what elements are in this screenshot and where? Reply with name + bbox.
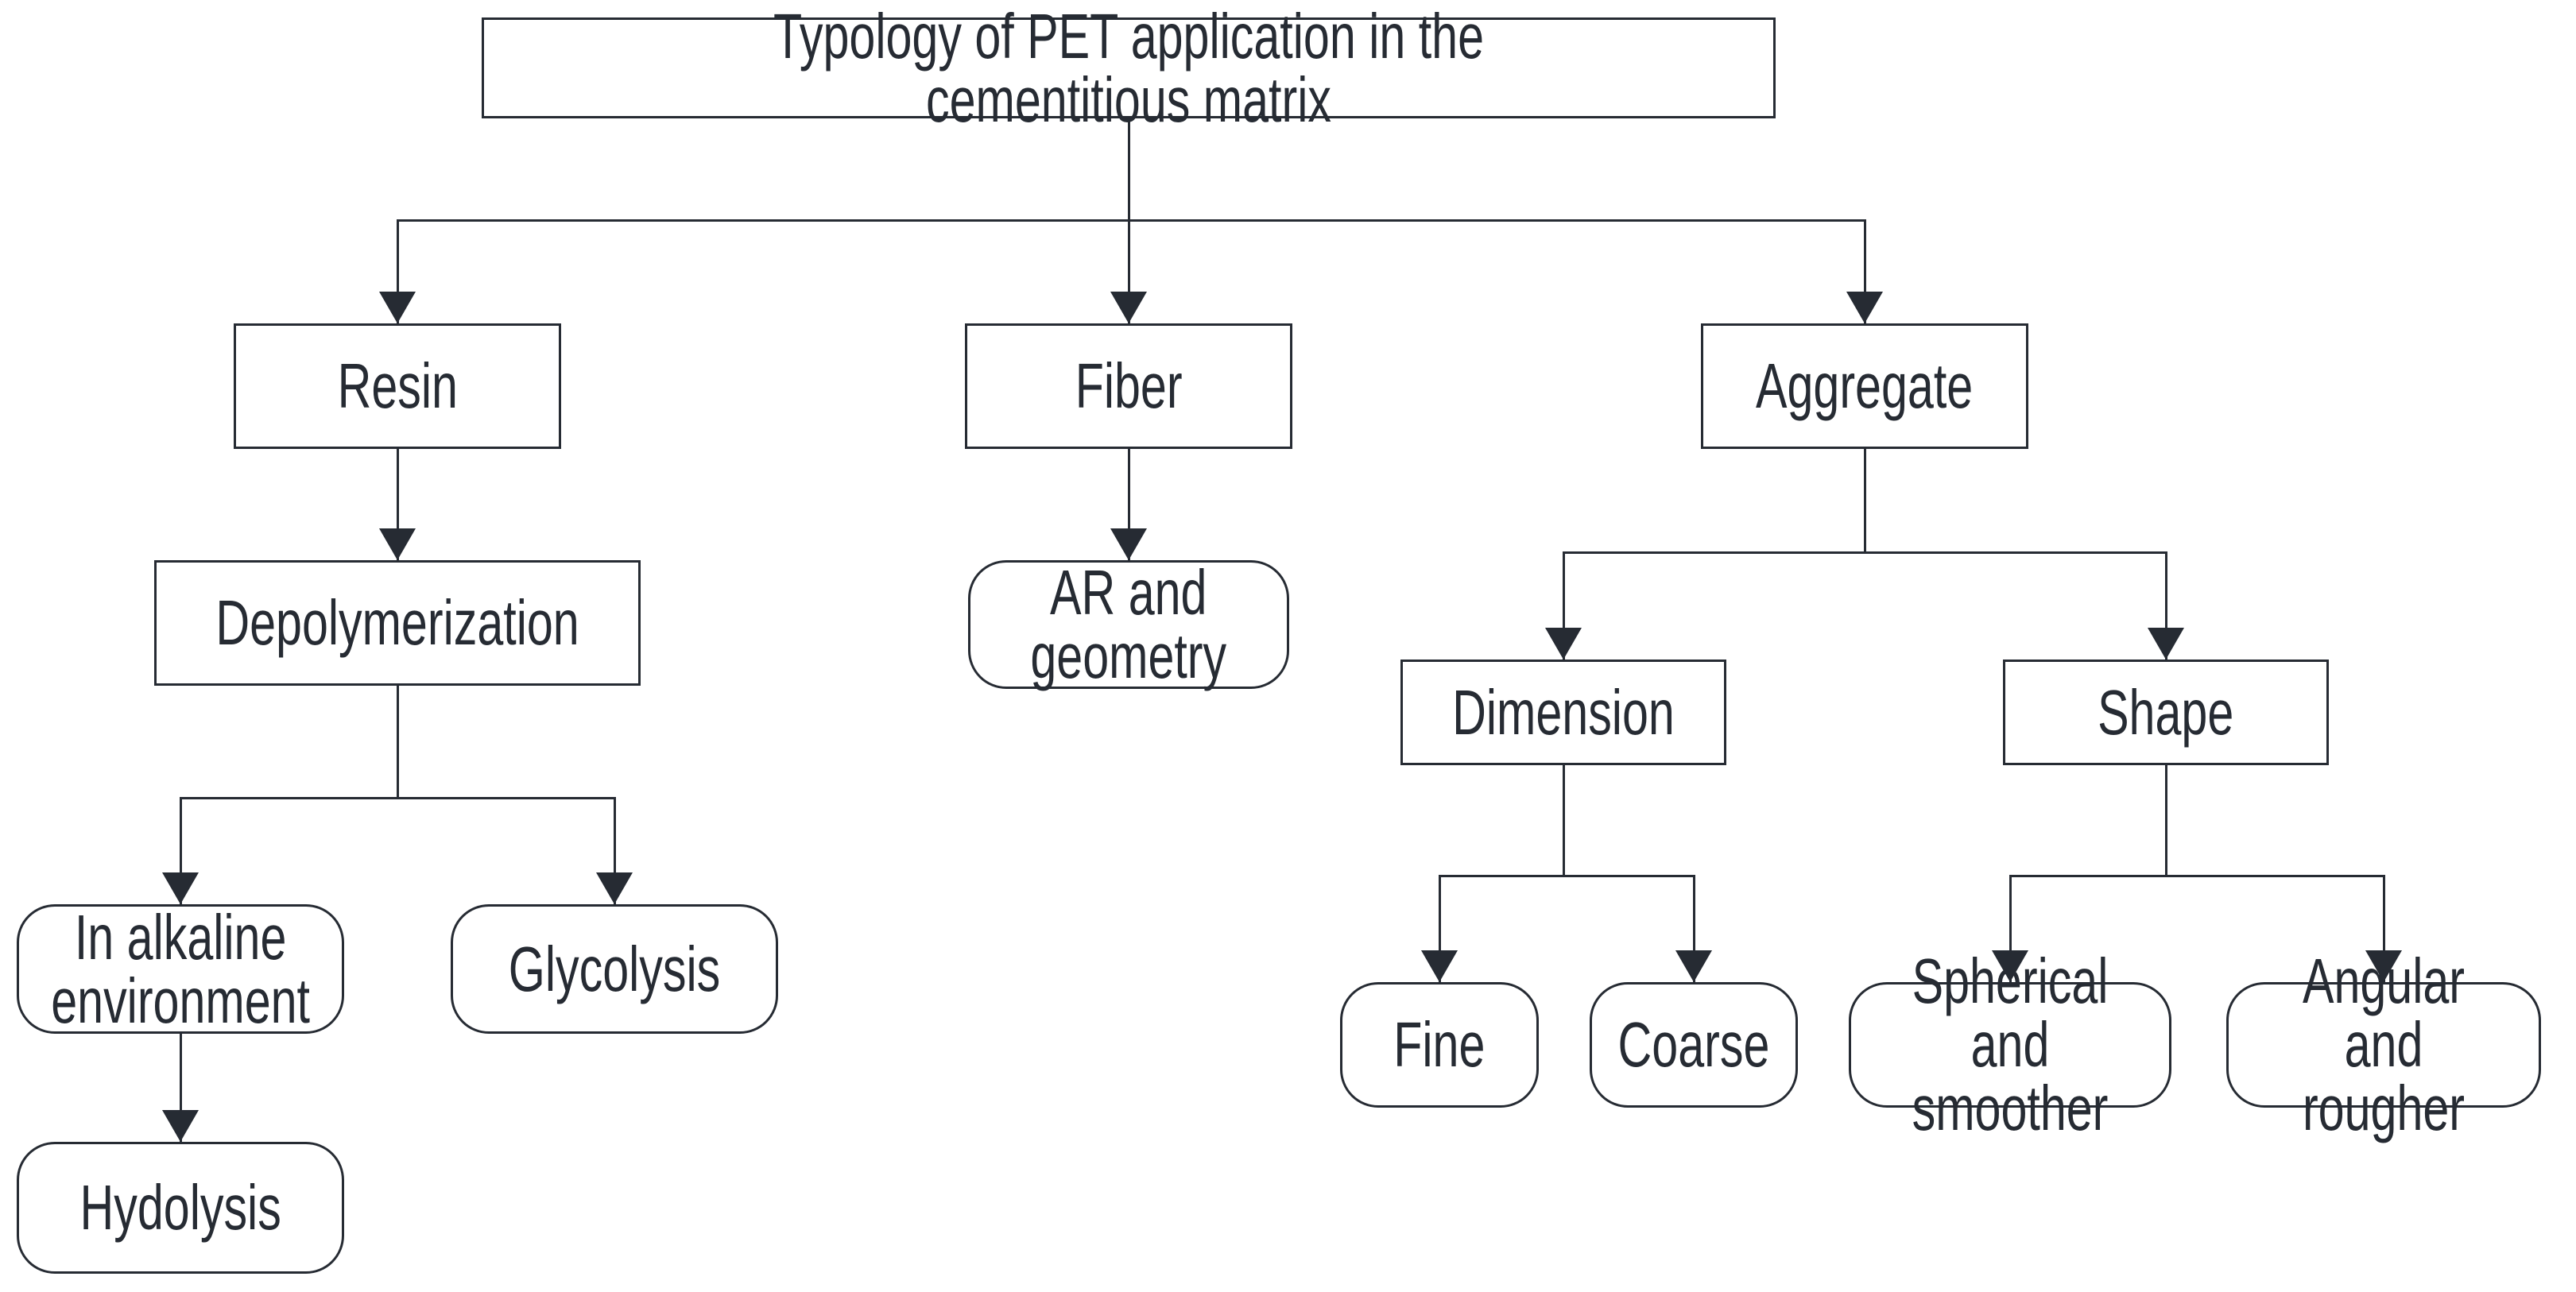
connector-drop-aggregate: [1864, 219, 1866, 323]
arrow-down-icon: [1110, 528, 1147, 560]
arrow-down-icon: [1992, 950, 2028, 982]
node-glycolysis: Glycolysis: [451, 904, 778, 1034]
arrow-down-icon: [1421, 950, 1458, 982]
connector-drop-resin: [397, 219, 399, 323]
node-depolymerization: Depolymerization: [154, 560, 641, 686]
connector-drop-dimension: [1563, 551, 1565, 660]
node-fiber-label: Fiber: [1075, 350, 1183, 421]
node-fine-label: Fine: [1393, 1009, 1486, 1080]
node-resin: Resin: [234, 323, 561, 449]
arrow-down-icon: [1110, 292, 1147, 323]
node-title: Typology of PET application in the cemen…: [482, 4, 1776, 131]
node-fiber: Fiber: [965, 323, 1292, 449]
node-hydolysis-label: Hydolysis: [79, 1172, 281, 1243]
node-coarse: Coarse: [1590, 982, 1798, 1108]
node-coarse-label: Coarse: [1617, 1009, 1770, 1080]
connector-drop-angular: [2383, 875, 2385, 982]
connector-depolymerization-distribution: [180, 797, 616, 799]
node-title-label: Typology of PET application in the cemen…: [773, 0, 1485, 135]
connector-shape-distribution: [2009, 875, 2384, 877]
node-shape-label: Shape: [2098, 676, 2234, 748]
connector-dimension-distribution: [1439, 875, 1695, 877]
connector-shape-down: [2165, 765, 2167, 876]
connector-resin-depolymerization: [397, 449, 399, 560]
node-dimension: Dimension: [1400, 660, 1726, 765]
arrow-down-icon: [162, 1110, 199, 1142]
connector-drop-coarse: [1693, 875, 1695, 982]
connector-drop-fine: [1439, 875, 1441, 982]
connector-fiber-ar-geometry: [1128, 449, 1130, 560]
arrow-down-icon: [2365, 950, 2402, 982]
arrow-down-icon: [1545, 628, 1582, 660]
connector-aggregate-down: [1864, 449, 1866, 553]
arrow-down-icon: [379, 528, 416, 560]
node-glycolysis-label: Glycolysis: [508, 933, 721, 1004]
connector-dimension-down: [1563, 765, 1565, 876]
arrow-down-icon: [1846, 292, 1883, 323]
node-spherical-smoother: Spherical and smoother: [1849, 950, 2171, 1140]
arrow-down-icon: [596, 872, 633, 904]
node-aggregate: Aggregate: [1701, 323, 2028, 449]
connector-drop-shape: [2165, 551, 2167, 660]
node-ar-geometry-label: AR and geometry: [1030, 557, 1227, 691]
node-aggregate-label: Aggregate: [1756, 350, 1974, 421]
connector-drop-in-alkaline: [180, 797, 182, 904]
arrow-down-icon: [1675, 950, 1712, 982]
connector-depolymerization-down: [397, 686, 399, 799]
connector-drop-glycolysis: [614, 797, 616, 904]
connector-aggregate-distribution: [1563, 551, 2167, 554]
node-depolymerization-label: Depolymerization: [215, 587, 579, 658]
node-hydolysis: Hydolysis: [17, 1142, 344, 1274]
node-resin-label: Resin: [337, 350, 458, 421]
connector-in-alkaline-hydolysis: [180, 1034, 182, 1142]
node-in-alkaline: In alkaline environment: [17, 904, 344, 1034]
arrow-down-icon: [2148, 628, 2184, 660]
node-shape: Shape: [2003, 660, 2329, 765]
node-dimension-label: Dimension: [1452, 676, 1675, 748]
node-angular-rougher: Angular and rougher: [2226, 950, 2541, 1140]
node-fine: Fine: [1340, 982, 1539, 1108]
arrow-down-icon: [379, 292, 416, 323]
arrow-down-icon: [162, 872, 199, 904]
connector-top-distribution: [397, 219, 1866, 222]
node-in-alkaline-label: In alkaline environment: [51, 901, 310, 1036]
connector-drop-spherical: [2009, 875, 2012, 982]
node-ar-geometry: AR and geometry: [968, 560, 1289, 689]
